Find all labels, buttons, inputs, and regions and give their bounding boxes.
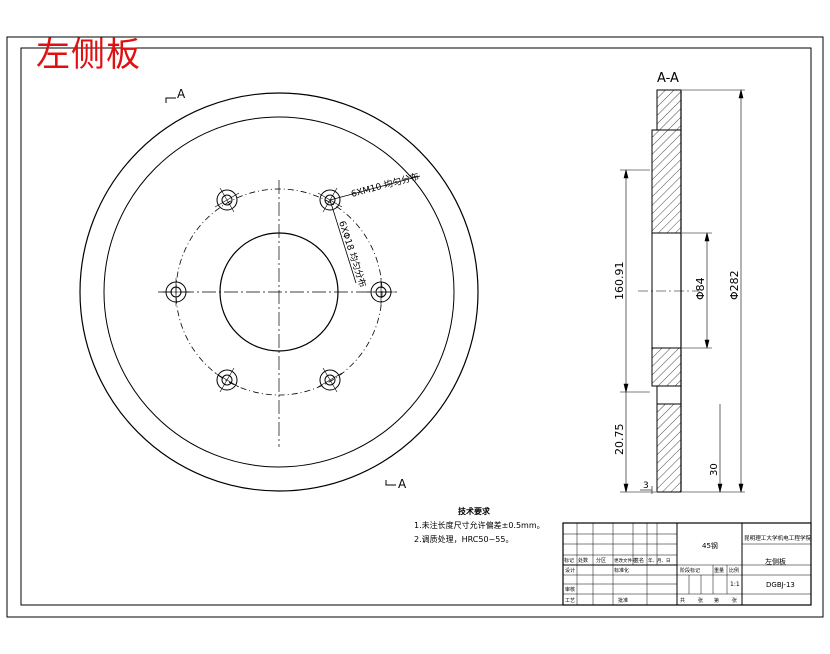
sheet-total-unit: 张 (698, 597, 703, 604)
callout-m10-label: 6XM10 均匀分布 (350, 170, 421, 200)
title-block-part-name: 左侧板 (765, 557, 786, 566)
dim-20-75 (620, 392, 656, 493)
stage-mark-label: 阶段标记 (680, 567, 700, 574)
section-marker-bottom-line (385, 480, 396, 486)
second-rim-circle (103, 116, 455, 468)
title-block (562, 522, 812, 606)
section-marker-top-line (165, 97, 176, 103)
sheet-total-label: 共 (680, 597, 685, 604)
dim-160-91-label: 160.91 (613, 262, 626, 301)
technical-requirements-heading: 技术要求 (458, 507, 490, 516)
dim-phi282-label: Φ282 (728, 270, 741, 300)
dim-3 (640, 486, 653, 494)
stage-scale-label: 比例 (729, 567, 739, 574)
dim-3-label: 3 (643, 481, 649, 491)
stage-weight-label: 重量 (714, 567, 724, 574)
dim-phi84 (682, 232, 712, 349)
bolt-hole-left (162, 278, 190, 306)
dim-30-label: 30 (709, 463, 720, 476)
header-count: 处数 (578, 557, 588, 564)
callout-leader-m10 (329, 175, 421, 201)
sheet-number-unit: 张 (732, 597, 737, 604)
callout-leader-phi18 (329, 199, 357, 284)
dim-phi282 (682, 89, 745, 493)
outer-rim-circle (79, 92, 479, 492)
role-process: 工艺 (565, 598, 575, 604)
section-upper-body (651, 129, 682, 234)
title-block-scale: 1:1 (730, 581, 740, 588)
technical-requirement-2: 2.调质处理，HRC50~55。 (414, 535, 514, 544)
role-review: 审核 (565, 586, 575, 593)
outer-border (6, 36, 824, 618)
role-design: 设计 (565, 567, 575, 574)
title-block-drawing-number: DGBJ-13 (766, 581, 795, 589)
section-view (620, 89, 745, 494)
bolt-hole-upper-left (214, 187, 240, 213)
dim-phi84-label: Φ84 (694, 277, 707, 300)
role-standardization: 标准化 (614, 567, 629, 574)
header-zone: 分区 (596, 557, 606, 564)
section-upper-rim (656, 89, 682, 131)
title-block-text: 45钢 昆明理工大学机电工程学院 左侧板 DGBJ-13 1:1 标记 处数 分… (564, 534, 812, 604)
callout-phi18-label: 6XΦ18 均匀分布 (336, 219, 369, 289)
bolt-hole-lower-left (214, 367, 240, 393)
section-hub (651, 232, 682, 349)
dim-160-91 (620, 169, 650, 393)
section-marker-bottom-label: A (398, 477, 407, 491)
technical-requirements: 技术要求 1.未注长度尺寸允许偏差±0.5mm。 2.调质处理，HRC50~55… (414, 505, 545, 547)
bolt-hole-lower-right (317, 367, 343, 393)
title-block-material: 45钢 (702, 541, 718, 550)
bolt-hole-right (367, 278, 395, 306)
header-signature: 签名 (634, 557, 644, 564)
dim-30 (717, 404, 723, 493)
title-block-organization: 昆明理工大学机电工程学院 (744, 534, 812, 542)
dim-20-75-label: 20.75 (613, 424, 626, 456)
role-approve: 批准 (618, 597, 628, 604)
section-lower-rim (656, 403, 682, 493)
header-change-doc: 更改文件号 (614, 557, 637, 564)
section-lower-body (651, 347, 682, 387)
sheet-number-label: 第 (714, 597, 719, 604)
drawing-title: 左侧板 (36, 35, 141, 75)
inner-border (20, 47, 812, 606)
header-mark: 标记 (564, 557, 574, 564)
front-view (79, 92, 479, 492)
section-view-title: A-A (657, 71, 679, 86)
technical-requirement-1: 1.未注长度尺寸允许偏差±0.5mm。 (414, 521, 545, 530)
section-bolt-hole (656, 385, 682, 405)
section-marker-top-label: A (177, 87, 186, 101)
header-date: 年、月、日 (648, 557, 671, 564)
